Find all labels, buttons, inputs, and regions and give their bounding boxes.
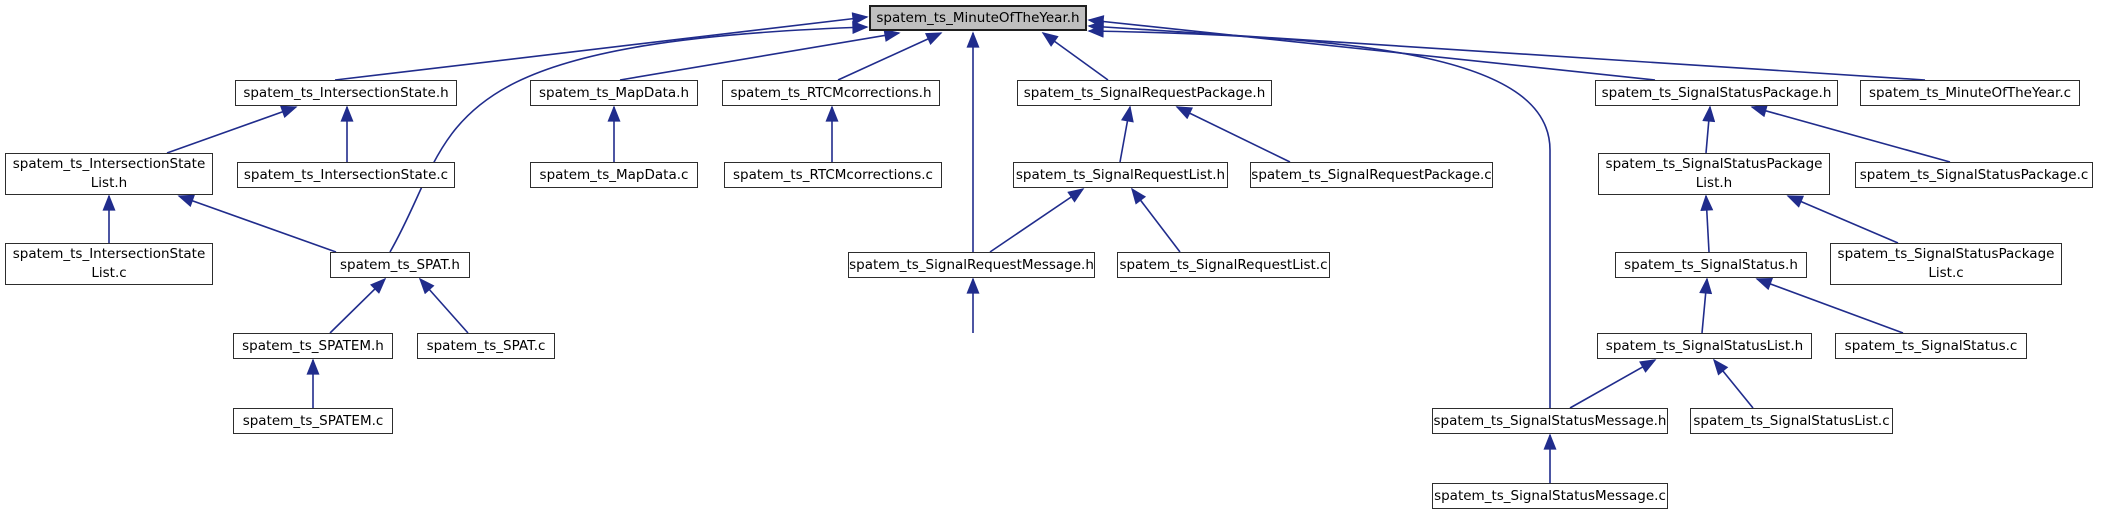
node-spat-c[interactable]: spatem_ts_SPAT.c: [417, 333, 555, 359]
node-label: spatem_ts_SignalRequestPackage.c: [1251, 166, 1492, 183]
node-label: spatem_ts_MinuteOfTheYear.h: [876, 9, 1080, 26]
edge-signalrequestlist-c--signalrequestlist-h: [1131, 187, 1181, 253]
node-minuteoftheyear-h: spatem_ts_MinuteOfTheYear.h: [869, 5, 1087, 31]
edge-signalstatuslist-h--signalstatus-h: [1699, 277, 1713, 334]
node-label: List.h: [90, 175, 128, 191]
node-mapdata-c[interactable]: spatem_ts_MapData.c: [530, 162, 698, 188]
node-label: spatem_ts_SignalRequestList.c: [1119, 256, 1328, 273]
edge-signalrequestlist-h--signalrequestpackage-h: [1119, 105, 1134, 163]
node-label: spatem_ts_SPAT.h: [340, 256, 460, 273]
node-label: List.h: [1695, 175, 1733, 191]
edge-spat-h--minuteoftheyear-h: [389, 20, 869, 253]
node-label: spatem_ts_SPATEM.h: [242, 337, 384, 354]
edge-spatem-h--spat-h: [329, 277, 387, 334]
edge-intersectionstatelist-h--intersectionstate-h: [166, 105, 298, 154]
node-signalrequestpackage-h[interactable]: spatem_ts_SignalRequestPackage.h: [1017, 80, 1272, 106]
node-label: spatem_ts_SignalStatusList.h: [1605, 337, 1804, 354]
edge-spat-h--intersectionstatelist-h: [177, 194, 337, 253]
edge-signalstatuslist-c--signalstatuslist-h: [1712, 358, 1754, 409]
edge-signalstatuspackage-c--signalstatuspackage-h: [1750, 104, 1951, 163]
node-label: spatem_ts_MapData.c: [539, 166, 689, 183]
node-label: spatem_ts_RTCMcorrections.c: [733, 166, 933, 183]
node-label: spatem_ts_IntersectionState.c: [243, 166, 449, 183]
node-mapdata-h[interactable]: spatem_ts_MapData.h: [530, 80, 698, 106]
edge-signalstatuspackagelist-h--signalstatuspackage-h: [1702, 105, 1716, 154]
node-label: spatem_ts_SignalRequestList.h: [1015, 166, 1226, 183]
node-minuteoftheyear-c[interactable]: spatem_ts_MinuteOfTheYear.c: [1860, 80, 2080, 106]
node-spatem-c[interactable]: spatem_ts_SPATEM.c: [233, 408, 393, 434]
node-label: spatem_ts_SignalStatusPackage.h: [1601, 84, 1832, 101]
node-signalstatusmessage-c[interactable]: spatem_ts_SignalStatusMessage.c: [1432, 483, 1668, 509]
node-intersectionstate-c[interactable]: spatem_ts_IntersectionState.c: [237, 162, 455, 188]
edge-signalstatuspackagelist-c--signalstatuspackagelist-h: [1786, 195, 1899, 244]
node-label: spatem_ts_SignalStatusPackage.c: [1859, 166, 2089, 183]
edge-signalrequestpackage-h--minuteoftheyear-h: [1041, 32, 1109, 81]
node-label: spatem_ts_SignalStatusList.c: [1693, 412, 1890, 429]
node-signalstatuspackage-h[interactable]: spatem_ts_SignalStatusPackage.h: [1595, 80, 1838, 106]
node-signalstatuslist-c[interactable]: spatem_ts_SignalStatusList.c: [1690, 408, 1893, 434]
node-signalstatus-h[interactable]: spatem_ts_SignalStatus.h: [1615, 252, 1807, 278]
node-signalrequestlist-h[interactable]: spatem_ts_SignalRequestList.h: [1013, 162, 1228, 188]
node-label: spatem_ts_SignalStatusMessage.c: [1434, 487, 1666, 504]
node-label: spatem_ts_SignalRequestPackage.h: [1023, 84, 1266, 101]
node-label: spatem_ts_SignalStatusPackage: [1837, 246, 2055, 262]
node-spatem-h[interactable]: spatem_ts_SPATEM.h: [233, 333, 393, 359]
node-signalrequestlist-c[interactable]: spatem_ts_SignalRequestList.c: [1117, 252, 1330, 278]
edge-signalstatus-c--signalstatus-h: [1755, 277, 1904, 334]
node-label: spatem_ts_RTCMcorrections.h: [730, 84, 932, 101]
node-rtcmcorrections-h[interactable]: spatem_ts_RTCMcorrections.h: [722, 80, 940, 106]
node-label: spatem_ts_IntersectionState: [12, 246, 206, 262]
node-label: List.c: [91, 265, 127, 281]
node-label: spatem_ts_SignalStatus.h: [1624, 256, 1798, 273]
node-label: List.c: [1928, 265, 1964, 281]
node-signalstatusmessage-h[interactable]: spatem_ts_SignalStatusMessage.h: [1432, 408, 1668, 434]
node-signalstatuspackage-c[interactable]: spatem_ts_SignalStatusPackage.c: [1855, 162, 2093, 188]
node-intersectionstate-h[interactable]: spatem_ts_IntersectionState.h: [235, 80, 457, 106]
node-label: spatem_ts_SignalRequestMessage.h: [849, 256, 1094, 273]
edge-signalstatuspackage-h--minuteoftheyear-h: [1087, 15, 1656, 81]
edge-signalstatusmessage-h--minuteoftheyear-h: [1087, 24, 1551, 408]
edge-signalrequestpackage-c--signalrequestpackage-h: [1175, 106, 1291, 163]
edge-signalrequestmessage-h--signalrequestlist-h: [989, 188, 1085, 253]
node-label: spatem_ts_MinuteOfTheYear.c: [1868, 84, 2072, 101]
node-signalstatuslist-h[interactable]: spatem_ts_SignalStatusList.h: [1597, 333, 1812, 359]
edge-intersectionstate-h--minuteoftheyear-h: [334, 12, 869, 81]
node-rtcmcorrections-c[interactable]: spatem_ts_RTCMcorrections.c: [724, 162, 942, 188]
node-label: spatem_ts_SPAT.c: [426, 337, 546, 354]
node-label: spatem_ts_SignalStatusMessage.h: [1433, 412, 1667, 429]
node-signalrequestpackage-c[interactable]: spatem_ts_SignalRequestPackage.c: [1250, 162, 1493, 188]
node-label: spatem_ts_IntersectionState: [12, 156, 206, 172]
edge-signalstatusmessage-h--signalstatuslist-h: [1569, 359, 1657, 409]
node-label: spatem_ts_SignalStatusPackage: [1605, 156, 1823, 172]
node-label: spatem_ts_IntersectionState.h: [243, 84, 449, 101]
edge-mapdata-h--minuteoftheyear-h: [619, 29, 901, 81]
node-signalstatus-c[interactable]: spatem_ts_SignalStatus.c: [1835, 333, 2027, 359]
edge-signalstatus-h--signalstatuspackagelist-h: [1700, 194, 1714, 253]
node-label: spatem_ts_SPATEM.c: [242, 412, 384, 429]
node-spat-h[interactable]: spatem_ts_SPAT.h: [330, 252, 470, 278]
edge-rtcmcorrections-h--minuteoftheyear-h: [837, 32, 943, 81]
node-label: spatem_ts_SignalStatus.c: [1844, 337, 2018, 354]
node-label: spatem_ts_MapData.h: [538, 84, 690, 101]
edge-spat-c--spat-h: [418, 277, 469, 334]
node-signalrequestmessage-h[interactable]: spatem_ts_SignalRequestMessage.h: [848, 252, 1095, 278]
